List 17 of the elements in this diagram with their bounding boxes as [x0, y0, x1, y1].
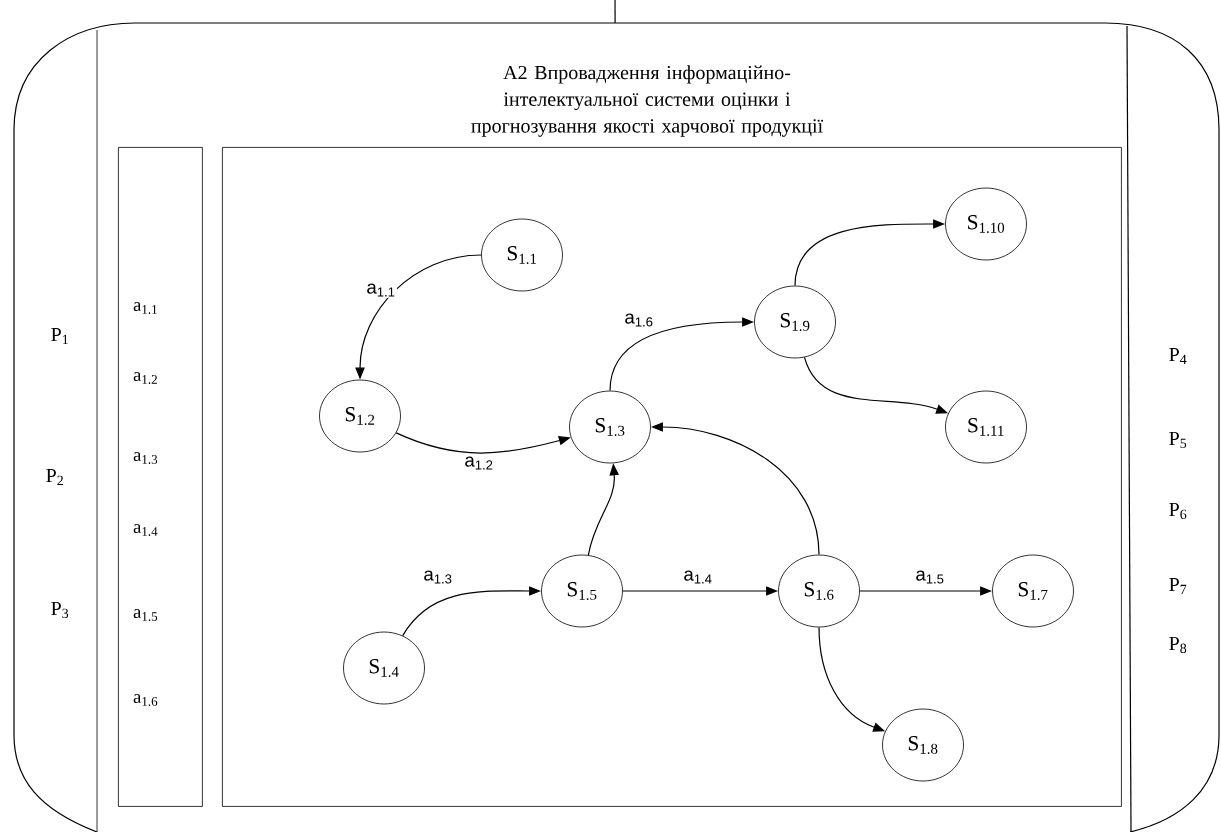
port-label: P$_{1}$	[51, 328, 68, 344]
port-label: P$_{4}$	[1169, 348, 1187, 364]
connector-line	[614, 0, 616, 24]
edge-label: a$_{1.5}$	[914, 569, 946, 585]
edge-label: a$_{1.1}$	[365, 282, 397, 298]
port-label: P$_{2}$	[46, 469, 63, 485]
edge-label: a$_{1.2}$	[463, 455, 495, 471]
port-label: P$_{3}$	[51, 601, 69, 619]
list-box: a$_{1.1}$ a$_{1.2}$ a$_{1.3}$ a$_{1.4}$ a$_{1.5}$ a$_{1.6}$	[118, 147, 203, 807]
port-label: P$_{7}$	[1169, 578, 1187, 594]
port-label: P$_{6}$	[1169, 502, 1187, 520]
edge-label: a$_{1.4}$	[682, 569, 714, 585]
edge-label: a$_{1.3}$	[422, 569, 454, 585]
port-label: P$_{8}$	[1169, 636, 1187, 654]
panel-box	[222, 147, 1122, 807]
edge-label: a$_{1.6}$	[623, 312, 655, 328]
port-label: P$_{5}$	[1169, 431, 1187, 449]
